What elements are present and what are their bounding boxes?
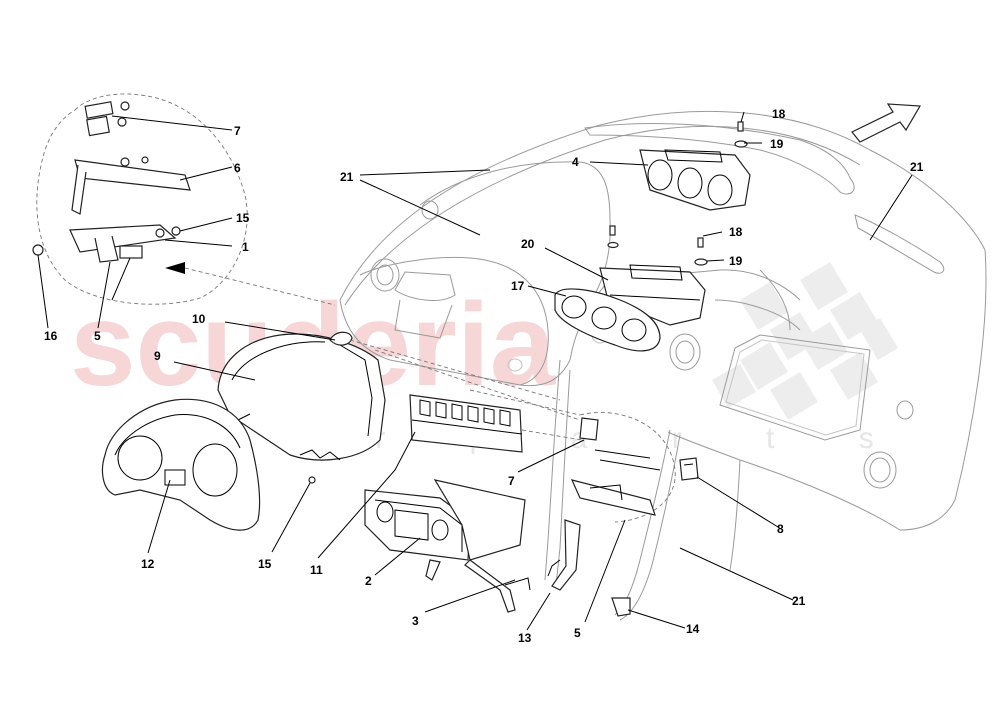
instrument-cluster-housing (217, 333, 386, 461)
callout-19a: 19 (770, 137, 784, 151)
callout-12: 12 (141, 557, 155, 571)
center-console-unit (364, 479, 531, 613)
side-bracket (679, 457, 699, 481)
callout-9: 9 (154, 349, 161, 363)
watermark: scuderia c a r p a r t s (70, 262, 898, 455)
callout-5b: 5 (574, 626, 581, 640)
callout-6: 6 (234, 161, 241, 175)
switch-panel (409, 394, 523, 453)
callout-5a: 5 (94, 329, 101, 343)
lower-bracket (611, 597, 631, 617)
callout-4: 4 (572, 155, 579, 169)
gauge-pod-trim (554, 288, 661, 352)
callout-20: 20 (521, 237, 535, 251)
callout-15b: 15 (258, 557, 272, 571)
callout-21a: 21 (340, 170, 354, 184)
callout-2: 2 (365, 574, 372, 588)
callout-labels: 7 6 15 1 16 5 10 9 12 15 11 2 3 13 7 5 2… (44, 107, 924, 645)
callout-18a: 18 (772, 107, 786, 121)
callout-15a: 15 (236, 211, 250, 225)
bracket-part (547, 519, 581, 591)
callout-1: 1 (242, 240, 249, 254)
arrow-head-icon (165, 262, 185, 274)
callout-14: 14 (686, 622, 700, 636)
callout-7a: 7 (234, 124, 241, 138)
callout-21b: 21 (910, 160, 924, 174)
fasteners (308, 121, 748, 484)
gauge-pod-upper (639, 149, 751, 211)
detail-inset (32, 93, 336, 329)
callout-16: 16 (44, 329, 58, 343)
callout-17: 17 (511, 279, 525, 293)
cross-member-bracket (570, 412, 676, 523)
gauge-bezel (101, 398, 261, 531)
callout-19b: 19 (729, 254, 743, 268)
callout-11: 11 (310, 563, 323, 577)
callout-8: 8 (777, 522, 784, 536)
clip-part (329, 331, 353, 346)
callout-10: 10 (192, 312, 206, 326)
callout-18b: 18 (729, 225, 743, 239)
callout-3: 3 (412, 614, 419, 628)
callout-21c: 21 (792, 594, 806, 608)
direction-arrow-icon (851, 103, 922, 143)
guide-lines (349, 339, 583, 441)
leader-lines (147, 111, 913, 631)
checkered-flag-logo (712, 262, 898, 420)
callout-13: 13 (518, 631, 532, 645)
callout-7b: 7 (508, 474, 515, 488)
